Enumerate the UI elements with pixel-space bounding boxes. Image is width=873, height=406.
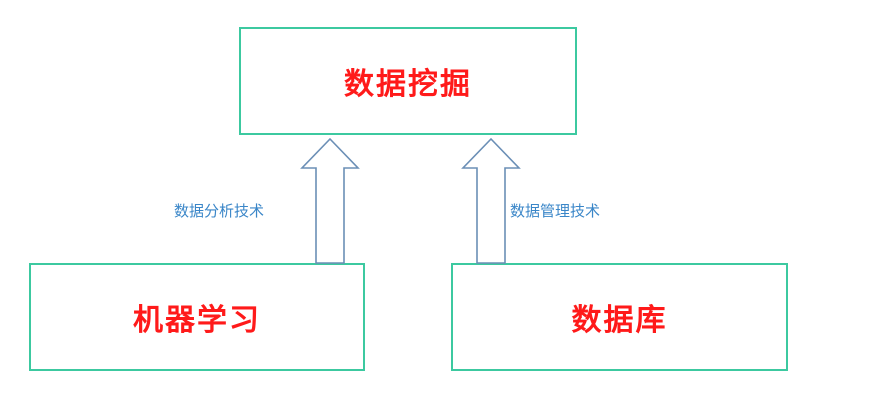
node-database-label: 数据库 — [571, 303, 668, 338]
node-database: 数据库 — [451, 263, 788, 371]
node-machine-learning: 机器学习 — [29, 263, 365, 371]
edge-label-data-analysis: 数据分析技术 — [174, 202, 265, 220]
arrow-left-up — [300, 137, 360, 264]
node-data-mining: 数据挖掘 — [239, 27, 577, 135]
node-data-mining-label: 数据挖掘 — [344, 67, 472, 102]
node-machine-learning-label: 机器学习 — [133, 303, 261, 338]
arrow-right-up — [461, 137, 521, 264]
edge-label-data-management: 数据管理技术 — [510, 202, 601, 220]
